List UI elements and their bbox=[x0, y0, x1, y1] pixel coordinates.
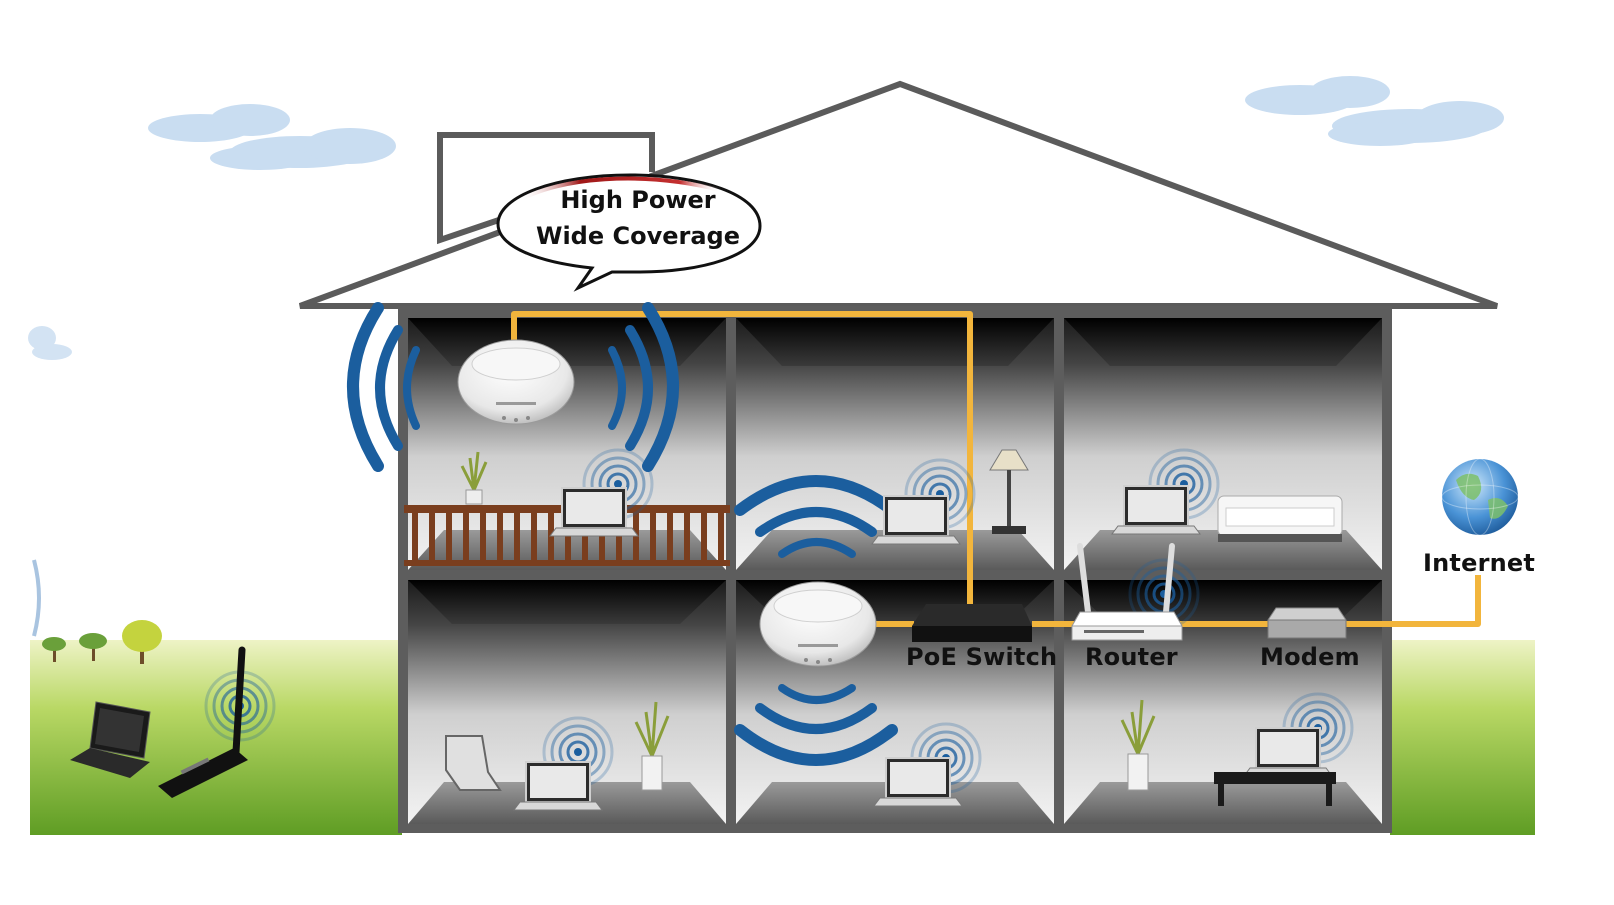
grass-right bbox=[1390, 640, 1535, 835]
railing-post bbox=[718, 513, 724, 561]
callout-line-2: Wide Coverage bbox=[535, 222, 741, 250]
cloud-small-left bbox=[28, 326, 72, 360]
railing-post bbox=[684, 513, 690, 561]
plant-icon bbox=[460, 451, 488, 505]
router-label: Router bbox=[1085, 643, 1178, 671]
railing-post bbox=[446, 513, 452, 561]
wifi-wave-edge bbox=[32, 559, 41, 637]
ceiling-access-point-icon bbox=[759, 581, 877, 667]
plant-icon bbox=[1120, 699, 1156, 791]
wifi-waves-ap-top-left bbox=[347, 302, 679, 472]
railing-post bbox=[497, 513, 503, 561]
ethernet-cable bbox=[511, 311, 1481, 627]
laptops bbox=[513, 485, 1333, 811]
railing-post bbox=[429, 513, 435, 561]
trees bbox=[42, 620, 162, 664]
poe-switch-label: PoE Switch bbox=[906, 643, 1058, 671]
railing-post bbox=[480, 513, 486, 561]
internet-label: Internet bbox=[1423, 549, 1536, 577]
railing-post bbox=[616, 513, 622, 561]
chair-icon bbox=[445, 735, 502, 791]
laptop-icon bbox=[873, 757, 963, 807]
railing-post bbox=[701, 513, 707, 561]
modem-label: Modem bbox=[1260, 643, 1360, 671]
laptop-icon bbox=[1243, 727, 1333, 777]
modem-icon bbox=[1267, 607, 1347, 639]
usb-wifi-adapter-icon bbox=[158, 646, 248, 798]
plant-icon bbox=[634, 701, 670, 791]
railing-post bbox=[582, 513, 588, 561]
callout-line-1: High Power bbox=[560, 186, 716, 214]
railing-post bbox=[548, 513, 554, 561]
railing-post bbox=[667, 513, 673, 561]
laptop-icon bbox=[871, 495, 961, 545]
railing-post bbox=[412, 513, 418, 561]
laptop-icon bbox=[1111, 485, 1201, 535]
switch-icon bbox=[912, 604, 1032, 642]
table-icon bbox=[1214, 772, 1336, 806]
laptop-icon bbox=[549, 487, 639, 537]
railing-post bbox=[463, 513, 469, 561]
railing-post bbox=[565, 513, 571, 561]
railing-post bbox=[514, 513, 520, 561]
callout-bubble bbox=[496, 173, 762, 292]
cloud-right bbox=[1245, 76, 1504, 146]
sofa-icon bbox=[1217, 495, 1343, 542]
ceiling-access-point-icon bbox=[457, 339, 575, 425]
laptop-icon bbox=[70, 701, 151, 778]
router-icon bbox=[1071, 543, 1183, 641]
lamp-icon bbox=[989, 449, 1029, 534]
wifi-waves-ap-middle-down bbox=[734, 684, 898, 766]
wifi-waves-ap-middle-up bbox=[734, 475, 898, 558]
railing-post bbox=[650, 513, 656, 561]
railing-post bbox=[531, 513, 537, 561]
railing-post bbox=[633, 513, 639, 561]
grass-left bbox=[30, 640, 402, 835]
cloud-left bbox=[148, 104, 396, 170]
laptop-icon bbox=[513, 761, 603, 811]
globe-icon bbox=[1441, 458, 1519, 536]
railing-post bbox=[599, 513, 605, 561]
